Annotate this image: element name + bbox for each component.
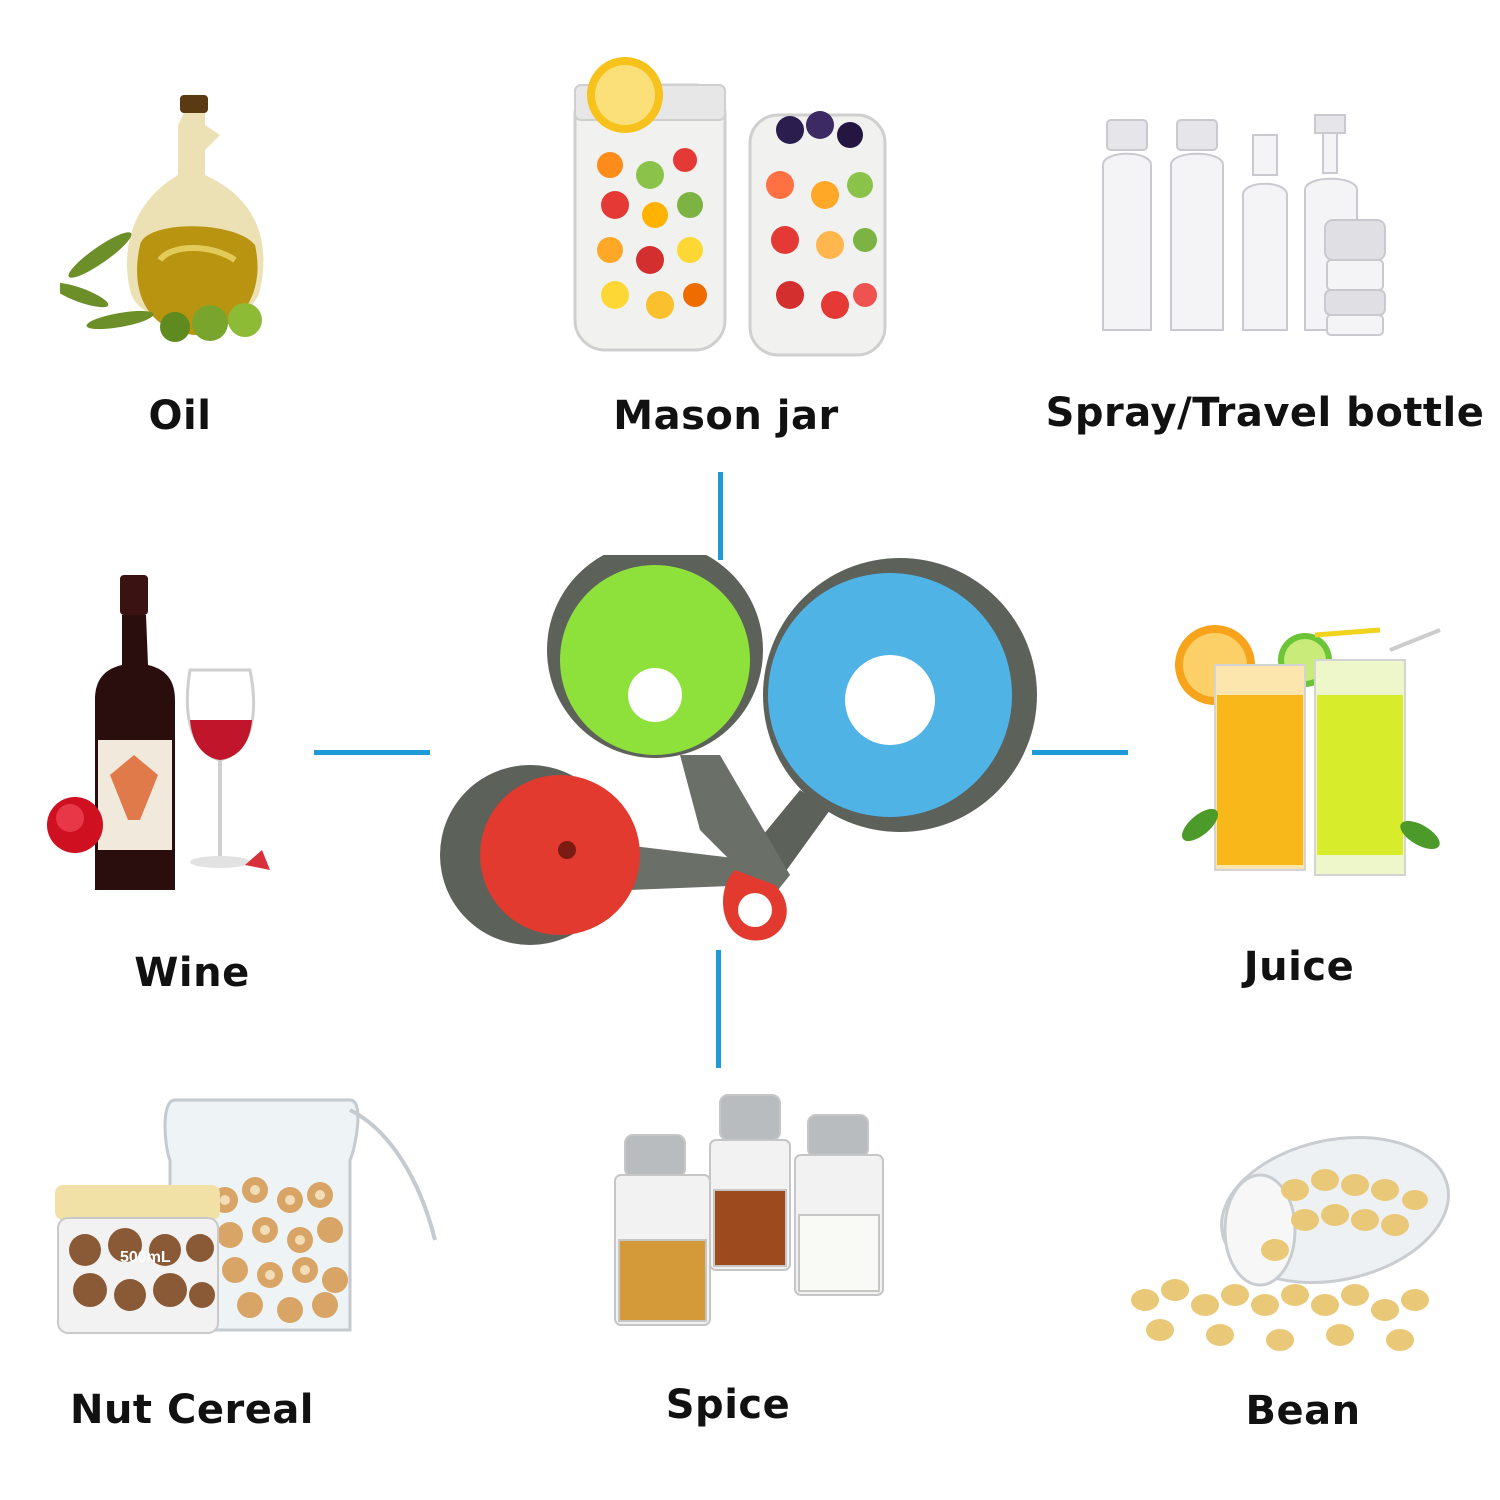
wine-label: Wine <box>134 950 250 996</box>
connector-top <box>718 472 723 560</box>
juice-label: Juice <box>1243 944 1355 990</box>
oil-label: Oil <box>148 393 212 439</box>
bean-jar-illustration <box>1125 1130 1455 1370</box>
mason-jar-label: Mason jar <box>613 393 839 439</box>
nut-cereal-label: Nut Cereal <box>69 1387 315 1433</box>
nut-cereal-jars-illustration: 500mL <box>50 1090 440 1340</box>
collapsible-funnels-illustration <box>430 555 1050 960</box>
wine-illustration <box>30 570 280 900</box>
connector-right <box>1032 750 1128 755</box>
spice-shakers-illustration <box>610 1090 890 1330</box>
connector-bottom <box>716 950 721 1068</box>
oil-illustration <box>60 95 320 355</box>
mason-jars-illustration <box>570 55 890 365</box>
spray-bottle-label: Spray/Travel bottle <box>1045 390 1485 436</box>
bean-label: Bean <box>1245 1388 1361 1434</box>
travel-bottles-illustration <box>1095 110 1395 340</box>
jar-capacity-label: 500mL <box>120 1249 171 1266</box>
spice-label: Spice <box>665 1382 791 1428</box>
connector-left <box>314 750 430 755</box>
juice-glasses-illustration <box>1175 620 1445 880</box>
